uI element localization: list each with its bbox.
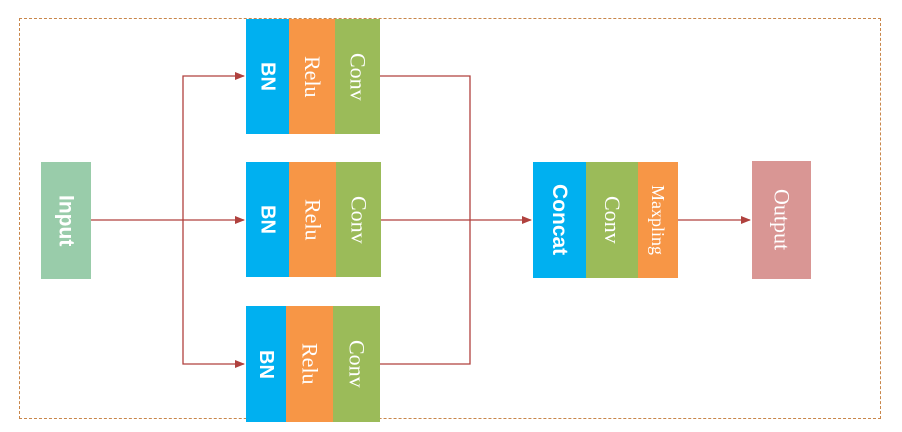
branch1-conv-label: Conv: [345, 52, 371, 101]
dashed-frame: [19, 18, 881, 419]
merge-conv-label: Conv: [600, 196, 625, 244]
branch3-conv-block: Conv: [333, 306, 380, 422]
maxpool-label: Maxpling: [648, 185, 668, 255]
edge-split-branch3: [182, 220, 245, 368]
branch1-bn-block: BN: [246, 19, 289, 134]
branch2-conv-block: Conv: [336, 162, 381, 277]
branch3-relu-block: Relu: [286, 306, 333, 422]
concat-block: Concat: [533, 162, 586, 278]
concat-label: Concat: [548, 184, 571, 256]
branch2-relu-label: Relu: [300, 198, 326, 241]
edge-split-branch1: [182, 72, 245, 220]
merge-conv-block: Conv: [586, 162, 638, 278]
edge-branch1-merge: [380, 75, 471, 220]
branch3-bn-block: BN: [246, 306, 286, 422]
branch1-relu-label: Relu: [300, 55, 325, 98]
branch2-bn-label: BN: [256, 205, 279, 234]
branch3-bn-label: BN: [255, 349, 277, 379]
maxpool-block: Maxpling: [638, 162, 678, 278]
branch1-bn-label: BN: [256, 62, 279, 91]
branch3-relu-label: Relu: [297, 343, 323, 385]
edge-branch3-merge: [380, 220, 471, 365]
branch2-bn-block: BN: [246, 162, 289, 277]
input-label: Input: [54, 194, 78, 247]
output-label: Output: [769, 189, 795, 251]
branch2-conv-label: Conv: [346, 195, 372, 244]
branch2-relu-block: Relu: [289, 162, 336, 277]
input-node: Input: [41, 162, 91, 279]
branch1-conv-block: Conv: [335, 19, 380, 134]
branch3-conv-label: Conv: [344, 340, 370, 388]
branch1-relu-block: Relu: [289, 19, 335, 134]
output-node: Output: [752, 161, 811, 279]
